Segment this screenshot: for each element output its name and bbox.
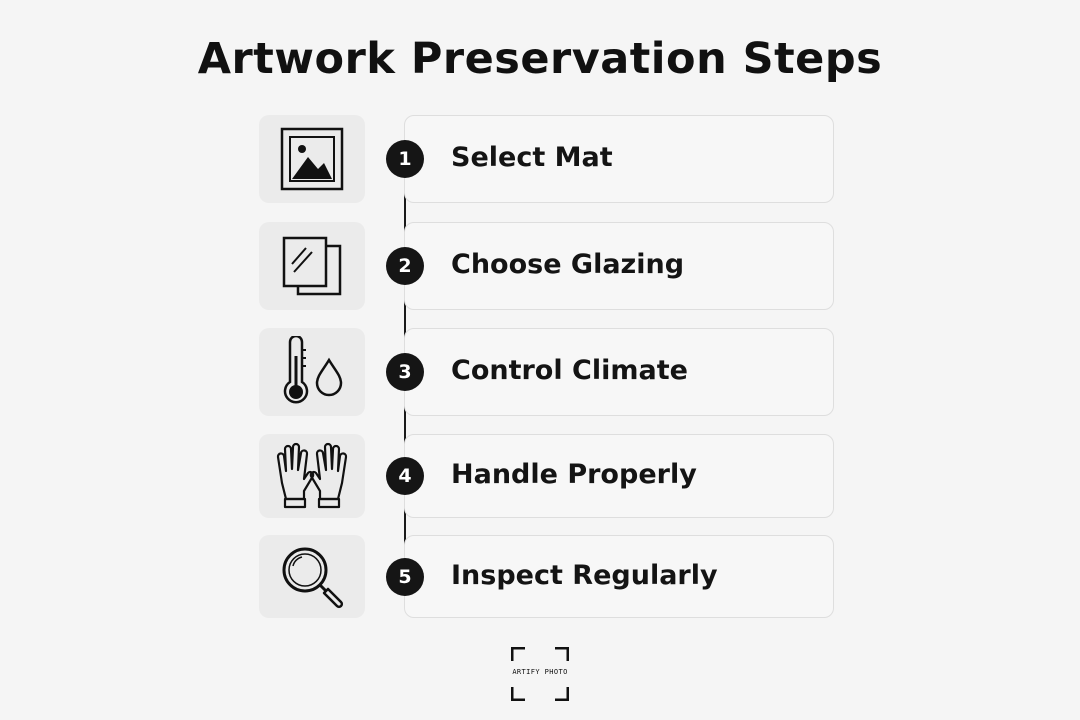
page-title: Artwork Preservation Steps <box>197 34 883 84</box>
icon-tile-4 <box>259 434 365 518</box>
step-label-2: Choose Glazing <box>451 249 685 280</box>
step-number-badge-5: 5 <box>386 558 424 596</box>
step-label-1: Select Mat <box>451 142 613 173</box>
step-card-3 <box>404 328 834 416</box>
icon-tile-1 <box>259 115 365 203</box>
framed-picture-icon <box>280 127 344 191</box>
step-label-4: Handle Properly <box>451 459 697 490</box>
magnifying-glass-icon <box>282 547 344 608</box>
logo-text: ARTIFY PHOTO <box>512 668 568 676</box>
step-card-1 <box>404 115 834 203</box>
logo-frame-corners-icon <box>511 647 569 701</box>
icon-tile-5 <box>259 535 365 618</box>
icon-tile-2 <box>259 222 365 310</box>
icon-tile-3 <box>259 328 365 416</box>
gloves-icon <box>276 442 348 509</box>
step-card-2 <box>404 222 834 310</box>
glass-panes-icon <box>282 236 342 296</box>
step-label-3: Control Climate <box>451 355 688 386</box>
step-label-5: Inspect Regularly <box>451 560 718 591</box>
step-number-badge-4: 4 <box>386 457 424 495</box>
brand-logo: ARTIFY PHOTO <box>511 647 569 701</box>
step-number-badge-1: 1 <box>386 140 424 178</box>
step-number-badge-3: 3 <box>386 353 424 391</box>
step-number-badge-2: 2 <box>386 247 424 285</box>
thermometer-droplet-icon <box>283 336 343 404</box>
step-card-5 <box>404 535 834 618</box>
step-card-4 <box>404 434 834 518</box>
